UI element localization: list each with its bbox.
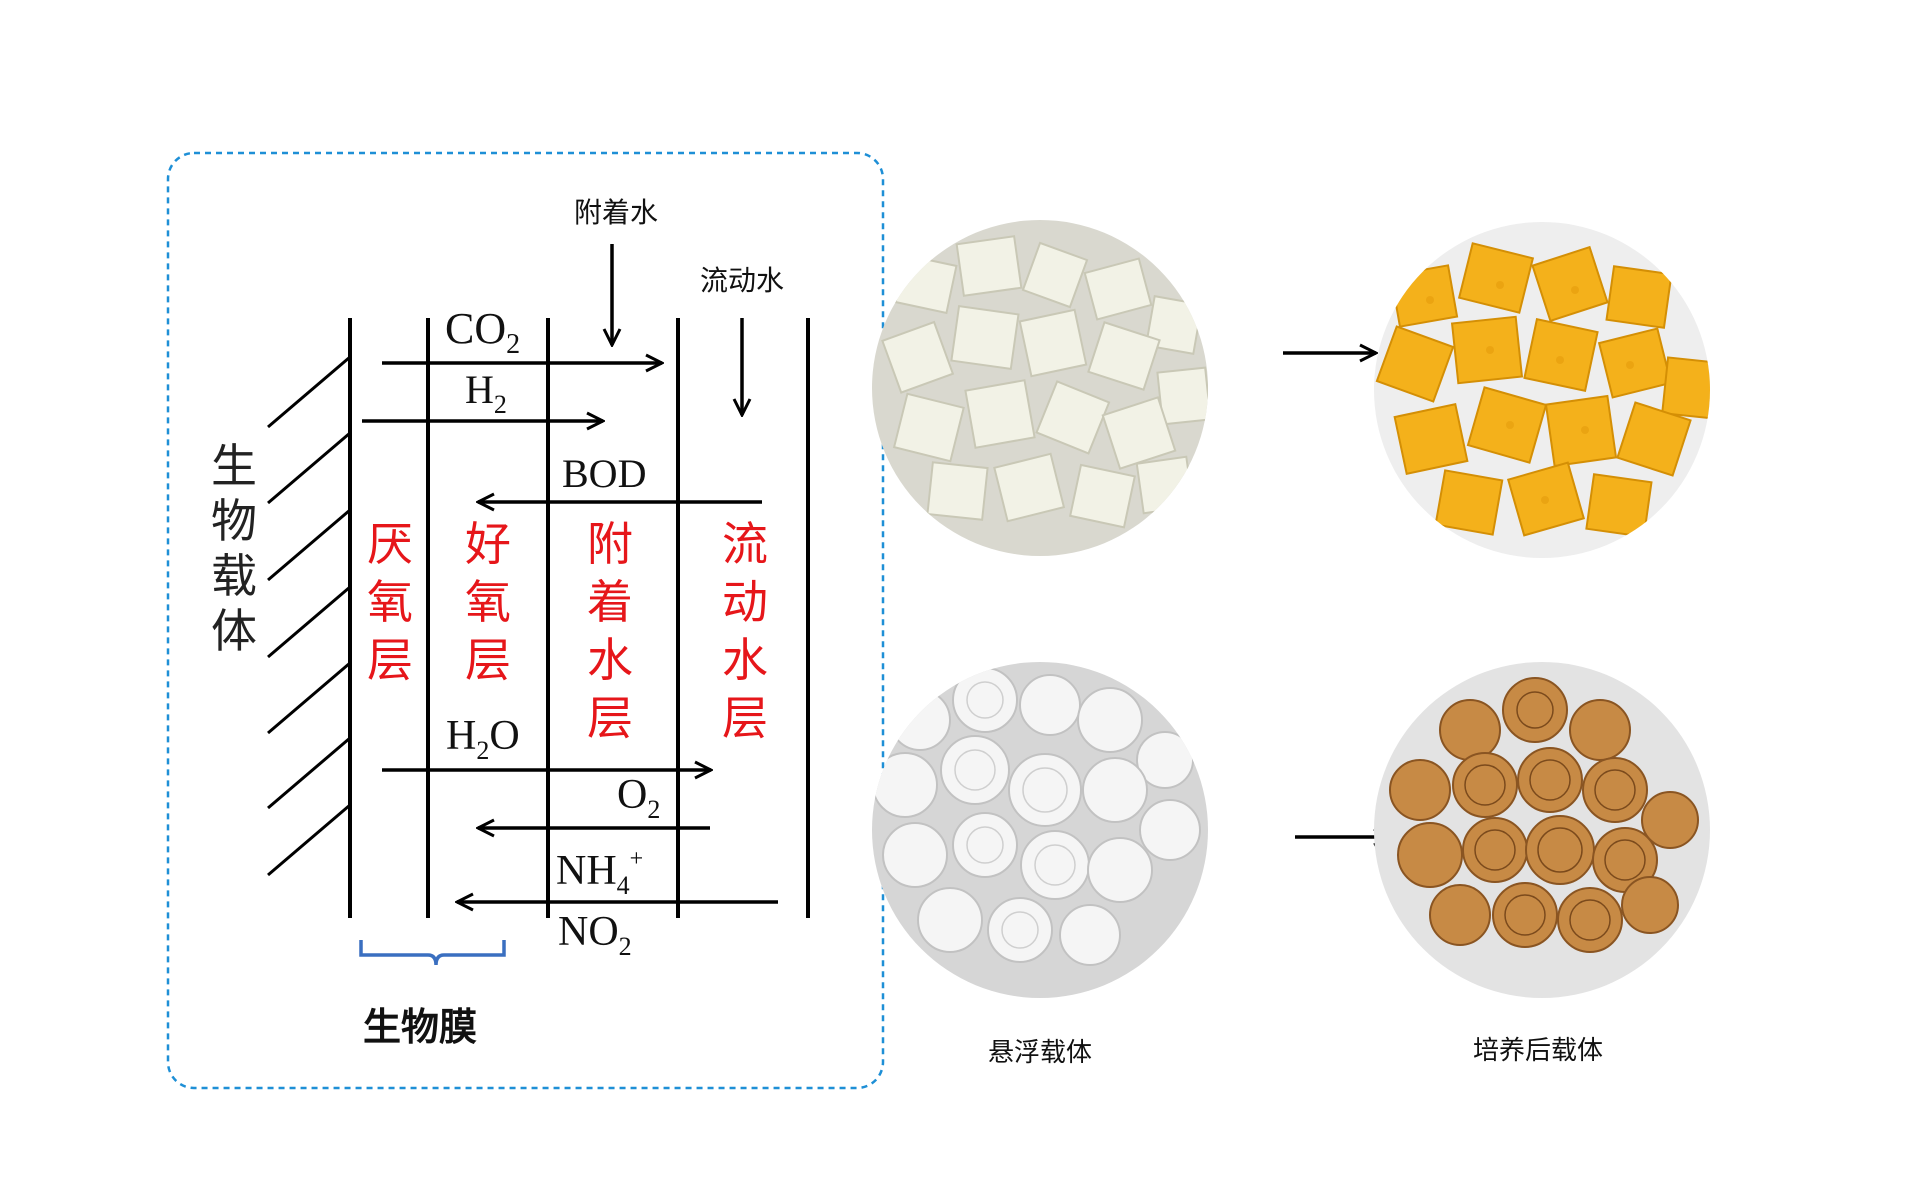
diagram-frame	[166, 151, 885, 1090]
anaerobic-layer-label: 厌 氧 层	[367, 517, 413, 687]
carrier-label: 生 物 载 体	[211, 439, 257, 658]
svg-text:物: 物	[211, 494, 257, 548]
yellow-sponge-cubes-photo	[1374, 222, 1710, 558]
biofilm-brace	[359, 940, 506, 966]
cultured-carrier-caption: 培养后载体	[1473, 1036, 1604, 1066]
svg-text:层: 层	[722, 691, 768, 745]
attached-water-inflow-label: 附着水	[574, 196, 658, 229]
attached-water-layer-label: 附 着 水 层	[587, 517, 633, 745]
nh4-label: NH4+	[556, 846, 643, 900]
white-sponge-cubes-photo	[872, 220, 1208, 556]
h2-label: H2	[465, 367, 507, 419]
o2-label: O2	[617, 772, 660, 824]
svg-text:层: 层	[465, 633, 511, 687]
svg-text:水: 水	[587, 633, 633, 687]
no2-label: NO2	[558, 909, 632, 961]
svg-text:厌: 厌	[367, 517, 413, 571]
layer-boundaries	[348, 318, 810, 918]
svg-text:好: 好	[465, 517, 511, 571]
svg-text:层: 层	[367, 633, 413, 687]
suspended-carrier-caption: 悬浮载体	[988, 1038, 1093, 1068]
svg-text:水: 水	[722, 633, 768, 687]
white-disc-carriers-photo	[872, 662, 1208, 998]
svg-text:流: 流	[722, 517, 768, 571]
bod-label: BOD	[562, 451, 646, 496]
biofilm-label: 生物膜	[363, 1005, 477, 1049]
svg-text:着: 着	[587, 575, 633, 629]
co2-label: CO2	[445, 304, 520, 360]
flowing-water-inflow-label: 流动水	[700, 264, 784, 297]
svg-text:动: 动	[722, 575, 768, 629]
svg-text:载: 载	[211, 549, 257, 603]
svg-text:层: 层	[587, 691, 633, 745]
svg-text:体: 体	[211, 604, 257, 658]
svg-text:氧: 氧	[367, 575, 413, 629]
svg-text:附: 附	[587, 517, 633, 571]
brown-disc-carriers-photo	[1374, 662, 1710, 998]
flowing-water-layer-label: 流 动 水 层	[722, 517, 768, 745]
svg-text:氧: 氧	[465, 575, 511, 629]
h2o-label: H2O	[446, 713, 520, 765]
svg-text:生: 生	[211, 439, 257, 493]
aerobic-layer-label: 好 氧 层	[465, 517, 511, 687]
carrier-hatching	[267, 355, 351, 877]
